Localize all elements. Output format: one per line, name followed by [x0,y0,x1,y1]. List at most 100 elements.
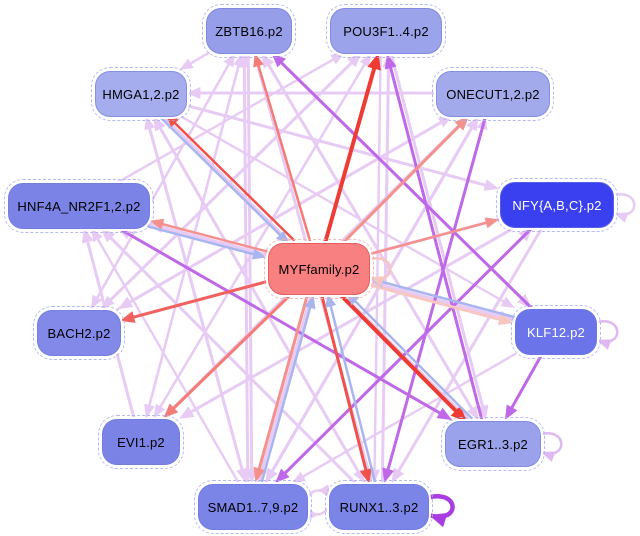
node-evi1[interactable]: EVI1.p2 [98,415,184,469]
arrowhead [484,217,499,229]
edge-line [302,352,517,478]
edge-line [116,226,442,415]
node-hnf4a[interactable]: HNF4A_NR2F1,2.p2 [4,179,154,233]
arrowhead [436,407,452,420]
edge-line [161,222,270,253]
arrowhead [275,468,290,483]
arrowhead [253,466,266,483]
edge-line [510,352,544,409]
edge-line [178,114,505,303]
node-klf12[interactable]: KLF12.p2 [511,305,601,359]
arrowhead [165,113,180,128]
edge-line [320,293,368,472]
arrowhead [81,228,94,244]
edge-line [257,64,312,244]
arrowhead [330,53,345,65]
arrowhead [345,291,360,306]
arrowhead [179,406,195,419]
arrowhead [304,294,316,310]
edge-line [386,114,488,471]
arrowhead [367,53,381,71]
edge-line [260,306,312,486]
arrowhead [483,179,499,191]
edge-line [132,280,269,319]
arrowhead [359,468,372,484]
arrowhead [500,296,515,308]
arrowhead [153,116,166,132]
arrowhead [144,116,156,131]
edge-line [260,51,473,410]
arrowhead [318,484,330,499]
arrowhead [253,53,264,68]
self-loop [609,193,636,216]
self-loop [592,320,619,343]
arrowhead [291,471,307,483]
edge-line [283,225,535,475]
edge-line [146,225,255,256]
arrowhead [541,451,556,462]
edge-line [184,103,487,187]
arrowhead [275,230,290,245]
edge-line [148,127,247,485]
node-runx[interactable]: RUNX1..3.p2 [325,480,433,534]
edge-line [172,292,293,410]
arrowhead [370,276,385,287]
arrowhead [144,403,155,418]
node-nfy[interactable]: NFY{A,B,C}.p2 [496,178,618,232]
edge-line [389,66,484,423]
edge-line [158,126,367,485]
arrowhead [497,313,514,326]
arrowhead [120,311,136,323]
node-zbtb16[interactable]: ZBTB16.p2 [202,4,296,58]
edge-line [190,225,518,414]
edge-line [397,225,544,473]
node-hmga[interactable]: HMGA1,2.p2 [91,67,191,121]
arrowhead [251,248,267,260]
node-bach2[interactable]: BACH2.p2 [33,306,125,360]
arrowhead [614,212,629,223]
arrowhead [384,54,397,70]
edge-line [280,61,534,310]
arrowhead [504,404,518,420]
node-pou3f1[interactable]: POU3F1..4.p2 [326,4,446,58]
arrowhead [179,58,194,70]
edge-line [373,51,382,471]
arrowhead [271,53,286,68]
arrowhead [100,228,116,243]
arrowhead [597,339,612,350]
arrowhead [450,405,468,423]
edge-line [339,294,458,413]
edge-line [323,66,377,244]
edge-line [366,282,501,321]
edge-line [367,221,488,256]
edge-line [381,280,517,319]
arrowhead [382,467,395,483]
self-loop [536,432,563,455]
arrowhead [163,403,179,418]
node-myffamily[interactable]: MYFfamily.p2 [264,239,374,299]
node-smad[interactable]: SMAD1..7,9.p2 [194,480,312,534]
arrowhead [149,218,165,230]
edge-line [189,51,210,65]
edge-line [389,51,484,408]
arrowhead [153,403,166,418]
node-egr[interactable]: EGR1..3.p2 [441,417,545,471]
arrowhead [325,293,337,308]
edge-line [96,238,240,485]
arrowhead [90,294,103,309]
edge-line [173,122,295,242]
arrowhead [186,86,201,100]
self-loop [423,494,455,519]
edge-line [246,51,254,471]
arrowhead [429,512,448,528]
edge-line [148,51,244,407]
arrowhead [117,296,134,309]
edge-line [159,51,373,408]
edge-line [354,300,473,420]
arrowhead [91,228,103,243]
edge-line [257,291,310,470]
node-onecut[interactable]: ONECUT1,2.p2 [432,67,554,121]
edge-line [342,124,461,244]
